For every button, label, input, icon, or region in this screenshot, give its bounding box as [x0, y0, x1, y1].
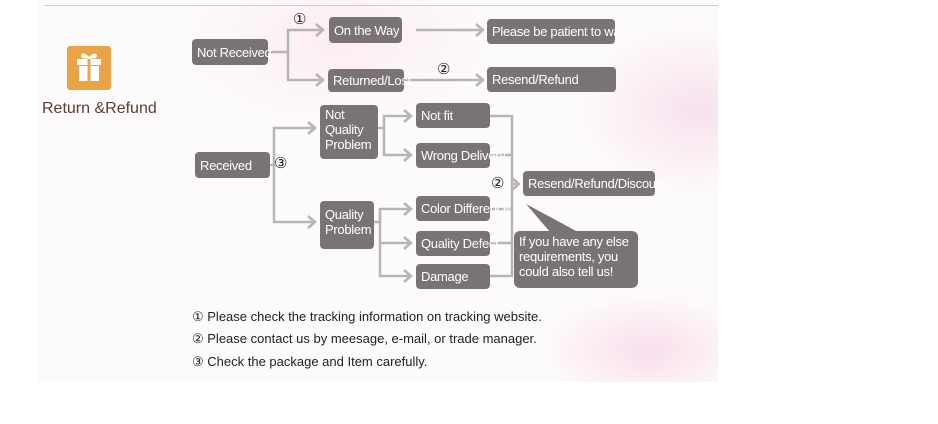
wrong-delivery-box: Wrong Delivery [416, 143, 506, 168]
returned-lost-box: Returned/Lost [328, 69, 411, 92]
marker-3: ③ [274, 155, 288, 172]
divider [44, 5, 718, 6]
damage-box: Damage [416, 264, 490, 289]
resend-refund-box: Resend/Refund [487, 67, 616, 92]
not-received-box: Not Received [192, 39, 272, 65]
note-line: ② Please contact us by meesage, e-mail, … [192, 331, 537, 346]
quality-defect-box: Quality Defect [416, 231, 499, 256]
marker-1: ① [293, 11, 307, 28]
not-quality-problem-box: Not Quality Problem [320, 105, 378, 159]
resend-refund-discount-box: Resend/Refund/Discount [523, 171, 666, 196]
note-line: ① Please check the tracking information … [192, 309, 542, 324]
received-box: Received [195, 152, 270, 178]
on-the-way-box: On the Way [329, 17, 402, 43]
color-difference-box: Color Difference [416, 196, 510, 221]
gift-icon [67, 46, 111, 90]
marker-2: ② [437, 61, 451, 78]
note-line: ③ Check the package and Item carefully. [192, 354, 428, 369]
page-title: Return &Refund [42, 100, 157, 117]
not-fit-box: Not fit [416, 103, 490, 128]
quality-problem-box: Quality Problem [320, 201, 374, 249]
marker-2: ② [491, 175, 505, 192]
requirements-bubble: If you have any else requirements, you c… [514, 231, 638, 288]
patient-box: Please be patient to wait [487, 19, 626, 44]
